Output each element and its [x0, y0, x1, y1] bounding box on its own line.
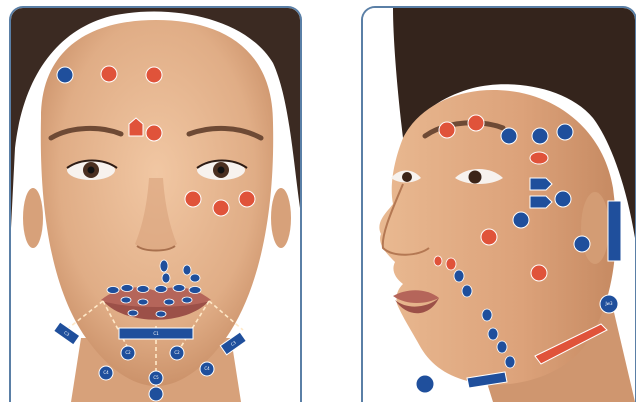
- front-view-panel: C1 C3 C3 C2 C2 C4 C5 C4: [9, 6, 302, 402]
- chin-dot-label: C5: [153, 375, 159, 380]
- marker-dot[interactable]: [557, 124, 573, 140]
- chin-dot-label: C4: [103, 370, 109, 375]
- lip-marker[interactable]: [164, 299, 174, 305]
- chin-dot-label: Jw3: [605, 301, 613, 306]
- lip-marker[interactable]: [121, 297, 131, 303]
- marker-dot[interactable]: [532, 128, 548, 144]
- lip-marker[interactable]: [128, 310, 138, 316]
- lip-marker[interactable]: [107, 287, 119, 294]
- marker-dot[interactable]: [468, 115, 484, 131]
- jaw-marker[interactable]: [434, 256, 442, 266]
- jaw-marker[interactable]: [446, 258, 456, 270]
- lip-marker[interactable]: [155, 286, 167, 293]
- lip-marker[interactable]: [190, 274, 200, 282]
- jaw-dot[interactable]: [416, 375, 434, 393]
- marker-dot[interactable]: [57, 67, 73, 83]
- temple-bar[interactable]: [608, 201, 621, 261]
- lip-marker[interactable]: [182, 297, 192, 303]
- marker-dot[interactable]: [555, 191, 571, 207]
- marker-dot[interactable]: [513, 212, 529, 228]
- lip-marker[interactable]: [156, 311, 166, 317]
- profile-face-illustration: Jw3: [363, 8, 635, 402]
- chin-dot[interactable]: [149, 387, 163, 401]
- lip-marker[interactable]: [189, 287, 201, 294]
- marker-dot[interactable]: [574, 236, 590, 252]
- chin-dot-label: C2: [125, 350, 131, 355]
- marker-dot[interactable]: [501, 128, 517, 144]
- jaw-marker[interactable]: [482, 309, 492, 321]
- marker-dot[interactable]: [146, 125, 162, 141]
- lip-marker[interactable]: [121, 285, 133, 292]
- lip-marker[interactable]: [183, 265, 191, 275]
- lip-marker[interactable]: [162, 273, 170, 283]
- chin-dot-label: C4: [204, 366, 210, 371]
- front-face-illustration: C1 C3 C3 C2 C2 C4 C5 C4: [11, 8, 300, 402]
- marker-dot[interactable]: [213, 200, 229, 216]
- profile-view-panel: Jw3: [361, 6, 636, 402]
- marker-dot[interactable]: [481, 229, 497, 245]
- marker-dot[interactable]: [530, 152, 548, 164]
- marker-dot[interactable]: [531, 265, 547, 281]
- jaw-marker[interactable]: [497, 341, 507, 353]
- lip-marker[interactable]: [160, 260, 168, 272]
- jaw-marker[interactable]: [454, 270, 464, 282]
- lip-marker[interactable]: [137, 286, 149, 293]
- chin-bar-label: C1: [153, 331, 159, 336]
- jaw-marker[interactable]: [462, 285, 472, 297]
- marker-dot[interactable]: [146, 67, 162, 83]
- jaw-marker[interactable]: [488, 328, 498, 340]
- jaw-marker[interactable]: [505, 356, 515, 368]
- marker-dot[interactable]: [101, 66, 117, 82]
- lip-marker[interactable]: [138, 299, 148, 305]
- marker-dot[interactable]: [185, 191, 201, 207]
- marker-dot[interactable]: [439, 122, 455, 138]
- marker-dot[interactable]: [239, 191, 255, 207]
- chin-dot-label: C2: [174, 350, 180, 355]
- lip-marker[interactable]: [173, 285, 185, 292]
